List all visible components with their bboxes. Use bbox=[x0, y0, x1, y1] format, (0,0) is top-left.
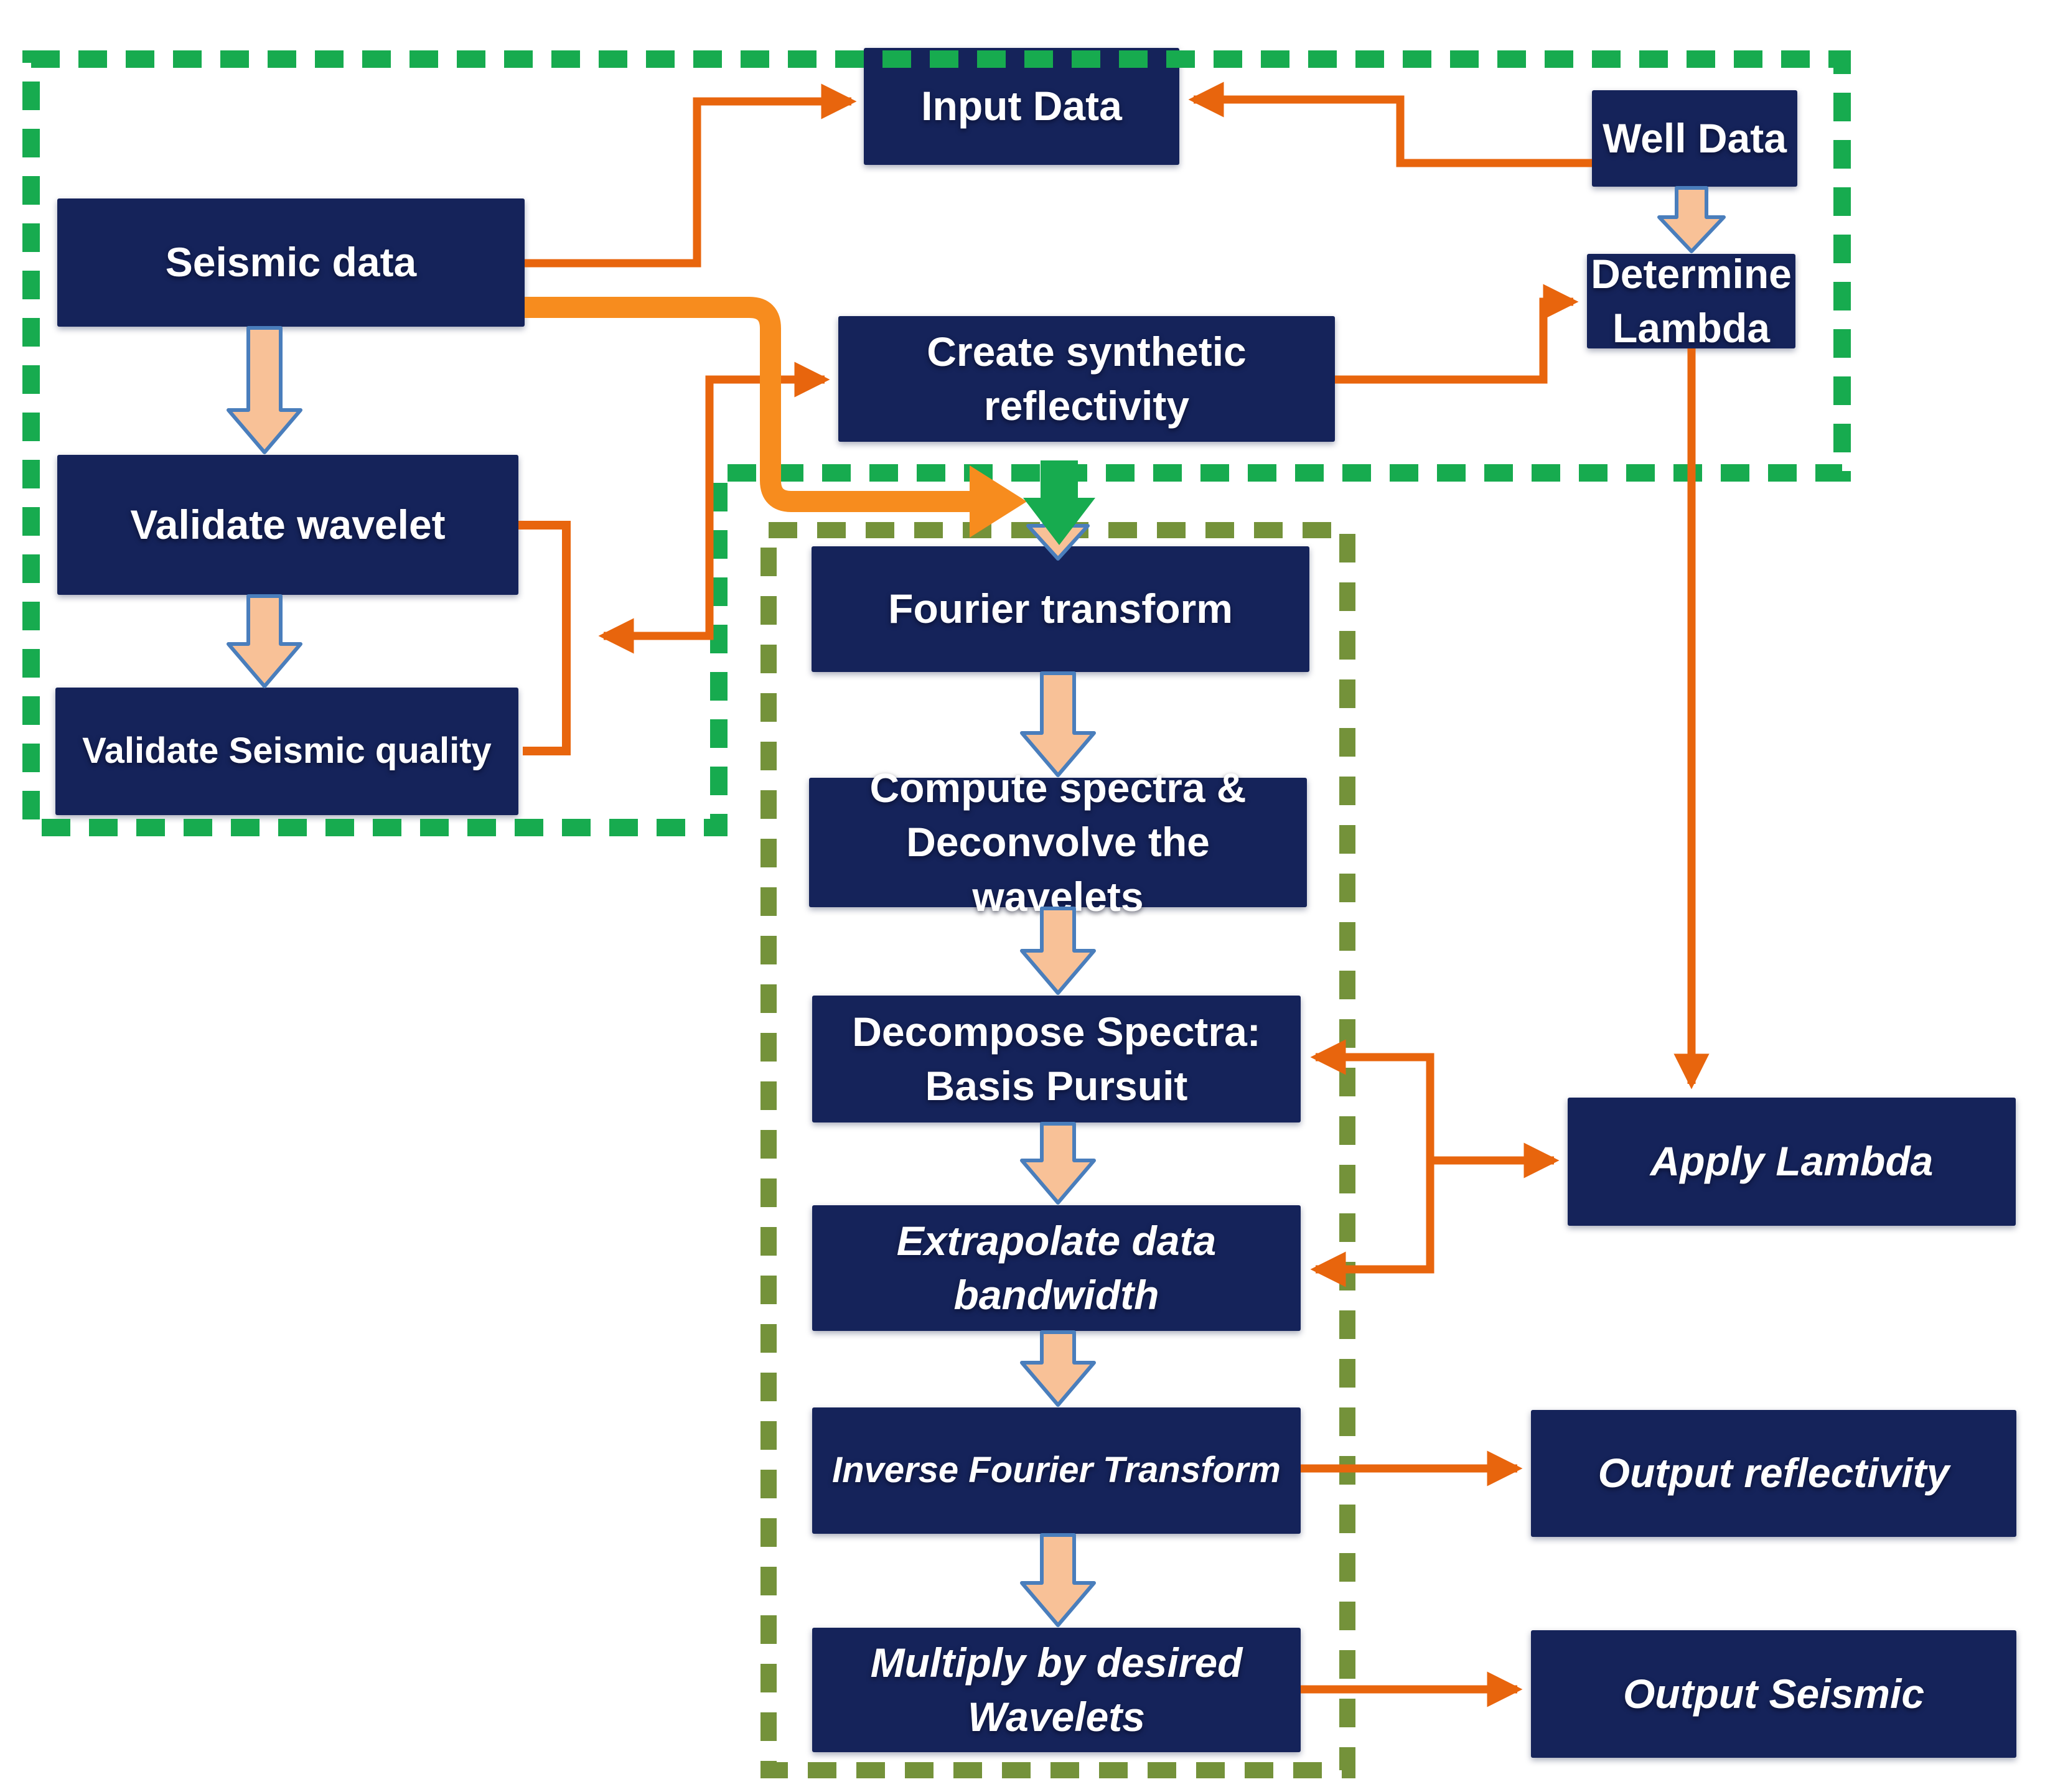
connector-apply-lambda-to-extrapolate bbox=[1310, 1160, 1434, 1287]
block-arrow-extrapolate-to-inverse bbox=[1020, 1330, 1096, 1407]
box-multiply-wavelets: Multiply by desired Wavelets bbox=[812, 1628, 1301, 1752]
box-input-data: Input Data bbox=[864, 48, 1179, 165]
box-create-synthetic-reflectivity: Create synthetic reflectivity bbox=[838, 316, 1335, 442]
block-arrow-fourier-to-compute bbox=[1020, 671, 1096, 777]
box-apply-lambda: Apply Lambda bbox=[1568, 1098, 2016, 1226]
box-determine-lambda: Determine Lambda bbox=[1587, 251, 1795, 351]
connector-apply-lambda-to-decompose bbox=[1310, 1039, 1434, 1160]
box-well-data: Well Data bbox=[1592, 90, 1797, 187]
block-arrow-decompose-to-extrapolate bbox=[1020, 1122, 1096, 1205]
box-multiply-wavelets-label: Multiply by desired Wavelets bbox=[870, 1639, 1243, 1740]
box-validate-wavelet: Validate wavelet bbox=[57, 455, 518, 595]
connector-seismic-to-input-data bbox=[525, 83, 857, 268]
connector-well-data-to-input-data bbox=[1188, 82, 1592, 167]
box-well-data-label: Well Data bbox=[1603, 114, 1787, 161]
box-apply-lambda-label: Apply Lambda bbox=[1650, 1138, 1934, 1185]
box-inverse-fourier-transform-label: Inverse Fourier Transform bbox=[832, 1450, 1281, 1491]
box-fourier-transform: Fourier transform bbox=[812, 546, 1309, 672]
green-block-arrow-stage-transition bbox=[1023, 460, 1095, 545]
box-extrapolate-bandwidth-label: Extrapolate data bandwidth bbox=[896, 1217, 1217, 1318]
box-validate-wavelet-label: Validate wavelet bbox=[130, 501, 446, 548]
box-decompose-spectra: Decompose Spectra: Basis Pursuit bbox=[812, 996, 1301, 1122]
box-fourier-transform-label: Fourier transform bbox=[888, 586, 1233, 632]
box-compute-spectra-label: Compute spectra & Deconvolve the wavelet… bbox=[869, 765, 1247, 920]
box-input-data-label: Input Data bbox=[921, 83, 1122, 129]
block-arrow-seismic-to-validate-wavelet bbox=[227, 326, 302, 454]
validate-feedback-bracket bbox=[518, 521, 571, 755]
box-output-seismic: Output Seismic bbox=[1531, 1630, 2016, 1758]
box-seismic-data: Seismic data bbox=[57, 198, 525, 327]
box-create-synthetic-reflectivity-label: Create synthetic reflectivity bbox=[927, 328, 1247, 429]
block-arrow-validate-wavelet-to-quality bbox=[227, 594, 302, 688]
connector-create-synthetic-to-determine-lambda bbox=[1335, 284, 1579, 384]
box-output-seismic-label: Output Seismic bbox=[1622, 1670, 1925, 1717]
box-inverse-fourier-transform: Inverse Fourier Transform bbox=[812, 1407, 1301, 1534]
box-validate-seismic-quality: Validate Seismic quality bbox=[55, 688, 518, 815]
box-extrapolate-bandwidth: Extrapolate data bandwidth bbox=[812, 1205, 1301, 1331]
thick-arrow-seismic-to-processing-head bbox=[970, 465, 1027, 538]
box-output-reflectivity-label: Output reflectivity bbox=[1598, 1450, 1950, 1496]
processing-stage-dashed-border bbox=[760, 522, 1355, 1778]
block-arrow-well-data-to-determine-lambda bbox=[1657, 186, 1726, 253]
box-determine-lambda-label: Determine Lambda bbox=[1591, 250, 1792, 351]
connector-validate-loop-and-create-synthetic bbox=[598, 362, 830, 654]
box-seismic-data-label: Seismic data bbox=[165, 239, 417, 286]
block-arrow-inverse-to-multiply bbox=[1020, 1533, 1096, 1627]
box-decompose-spectra-label: Decompose Spectra: Basis Pursuit bbox=[852, 1008, 1261, 1109]
box-compute-spectra: Compute spectra & Deconvolve the wavelet… bbox=[809, 765, 1307, 920]
box-output-reflectivity: Output reflectivity bbox=[1531, 1410, 2016, 1537]
box-validate-seismic-quality-label: Validate Seismic quality bbox=[82, 730, 492, 772]
